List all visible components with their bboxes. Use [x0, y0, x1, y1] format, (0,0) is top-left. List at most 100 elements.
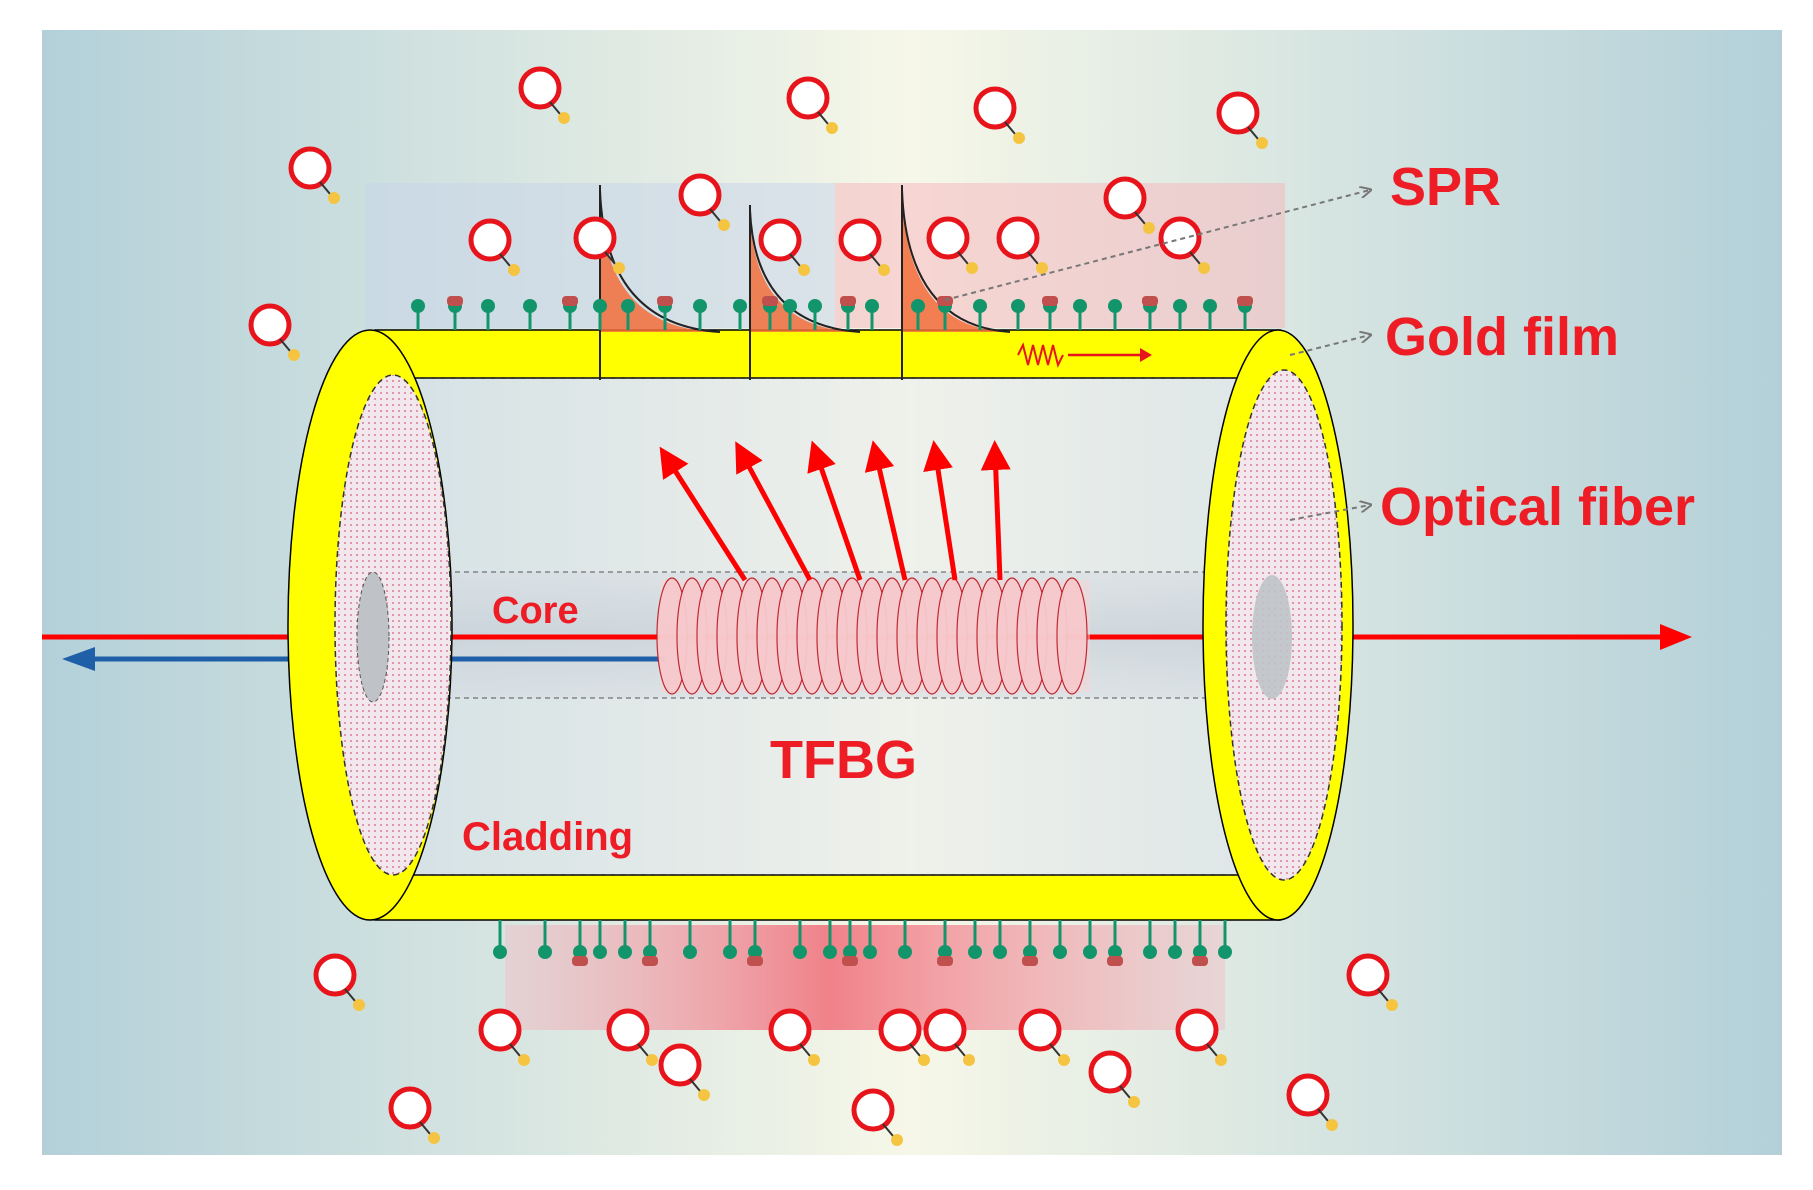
analyte-particle — [1018, 1008, 1070, 1066]
receptor — [1053, 920, 1067, 959]
analyte-particle — [923, 1008, 975, 1066]
analyte-particle — [851, 1088, 903, 1146]
receptor — [1168, 920, 1182, 959]
receptor — [1107, 920, 1123, 966]
analyte-particle — [573, 216, 625, 274]
transmitted-arrow-head — [1660, 624, 1692, 650]
analyte-particle — [1175, 1008, 1227, 1066]
label-tfbg: TFBG — [770, 730, 917, 790]
receptor — [898, 920, 912, 959]
receptor — [968, 920, 982, 959]
tfbg-grating — [656, 577, 1090, 695]
analyte-particle — [758, 218, 810, 276]
receptor — [1042, 296, 1058, 330]
receptor — [793, 920, 807, 959]
receptor — [693, 299, 707, 330]
receptor — [1192, 920, 1208, 966]
receptor — [1143, 920, 1157, 959]
receptor — [411, 299, 425, 330]
receptor — [1073, 299, 1087, 330]
analyte-particles — [248, 66, 1398, 1146]
analyte-particle — [1088, 1050, 1140, 1108]
receptor — [747, 920, 763, 966]
label-gold-film: Gold film — [1385, 307, 1619, 367]
analyte-particle — [973, 86, 1025, 144]
receptor — [842, 920, 858, 966]
receptor — [1083, 920, 1097, 959]
receptor — [572, 920, 588, 966]
receptor — [823, 920, 837, 959]
receptor — [1011, 299, 1025, 330]
receptor — [911, 299, 925, 330]
analyte-particle — [468, 218, 520, 276]
analyte-particle — [658, 1043, 710, 1101]
label-spr: SPR — [1390, 157, 1501, 217]
analyte-particle — [1216, 91, 1268, 149]
receptor — [863, 920, 877, 959]
receptor — [1173, 299, 1187, 330]
receptors-top — [411, 296, 1253, 330]
receptor — [1108, 299, 1122, 330]
surface-plasmon-wave — [1017, 342, 1152, 368]
receptor — [657, 296, 673, 330]
evanescent-field-region-bottom — [505, 925, 1225, 1030]
receptor — [783, 299, 797, 330]
receptor — [1218, 920, 1232, 959]
receptors-bottom — [493, 920, 1232, 966]
receptor — [993, 920, 1007, 959]
analyte-particle — [678, 173, 730, 231]
receptor — [808, 299, 822, 330]
analyte-particle — [1346, 953, 1398, 1011]
fiber-right-end-face — [1202, 329, 1354, 921]
fiber-left-end-face — [287, 329, 453, 921]
receptor — [683, 920, 697, 959]
receptor — [621, 299, 635, 330]
analyte-particle — [478, 1008, 530, 1066]
receptor — [593, 299, 607, 330]
receptor — [1142, 296, 1158, 330]
analyte-particle — [388, 1086, 440, 1144]
evanescent-decay-curves — [599, 185, 1011, 380]
grating-plane — [1056, 577, 1088, 695]
analyte-particle — [1103, 176, 1155, 234]
receptor — [733, 299, 747, 330]
analyte-particle — [606, 1008, 658, 1066]
analyte-particle — [313, 953, 365, 1011]
receptor — [493, 920, 507, 959]
receptor — [865, 299, 879, 330]
receptor — [593, 920, 607, 959]
label-cladding: Cladding — [462, 815, 633, 859]
receptor — [481, 299, 495, 330]
receptor — [523, 299, 537, 330]
analyte-particle — [878, 1008, 930, 1066]
analyte-particle — [926, 216, 978, 274]
receptor — [538, 920, 552, 959]
receptor — [1237, 296, 1253, 330]
analyte-particle — [786, 76, 838, 134]
analyte-particle — [288, 146, 340, 204]
receptor — [618, 920, 632, 959]
analyte-particle — [248, 303, 300, 361]
receptor — [642, 920, 658, 966]
receptor — [447, 296, 463, 330]
analyte-particle — [1286, 1073, 1338, 1131]
reflected-arrow-head — [62, 647, 95, 671]
analyte-particle — [838, 218, 890, 276]
cladding-mode-arrows — [659, 440, 1011, 582]
receptor — [762, 296, 778, 330]
receptor — [1203, 299, 1217, 330]
analyte-particle — [768, 1008, 820, 1066]
label-core: Core — [492, 590, 579, 632]
analyte-particle — [1158, 216, 1210, 274]
label-optical-fiber: Optical fiber — [1380, 477, 1695, 537]
receptor — [723, 920, 737, 959]
receptor — [937, 920, 953, 966]
receptor — [973, 299, 987, 330]
analyte-particle — [518, 66, 570, 124]
receptor — [840, 296, 856, 330]
receptor — [1022, 920, 1038, 966]
receptor — [562, 296, 578, 330]
leader-lines — [944, 190, 1370, 521]
analyte-particle — [996, 216, 1048, 274]
